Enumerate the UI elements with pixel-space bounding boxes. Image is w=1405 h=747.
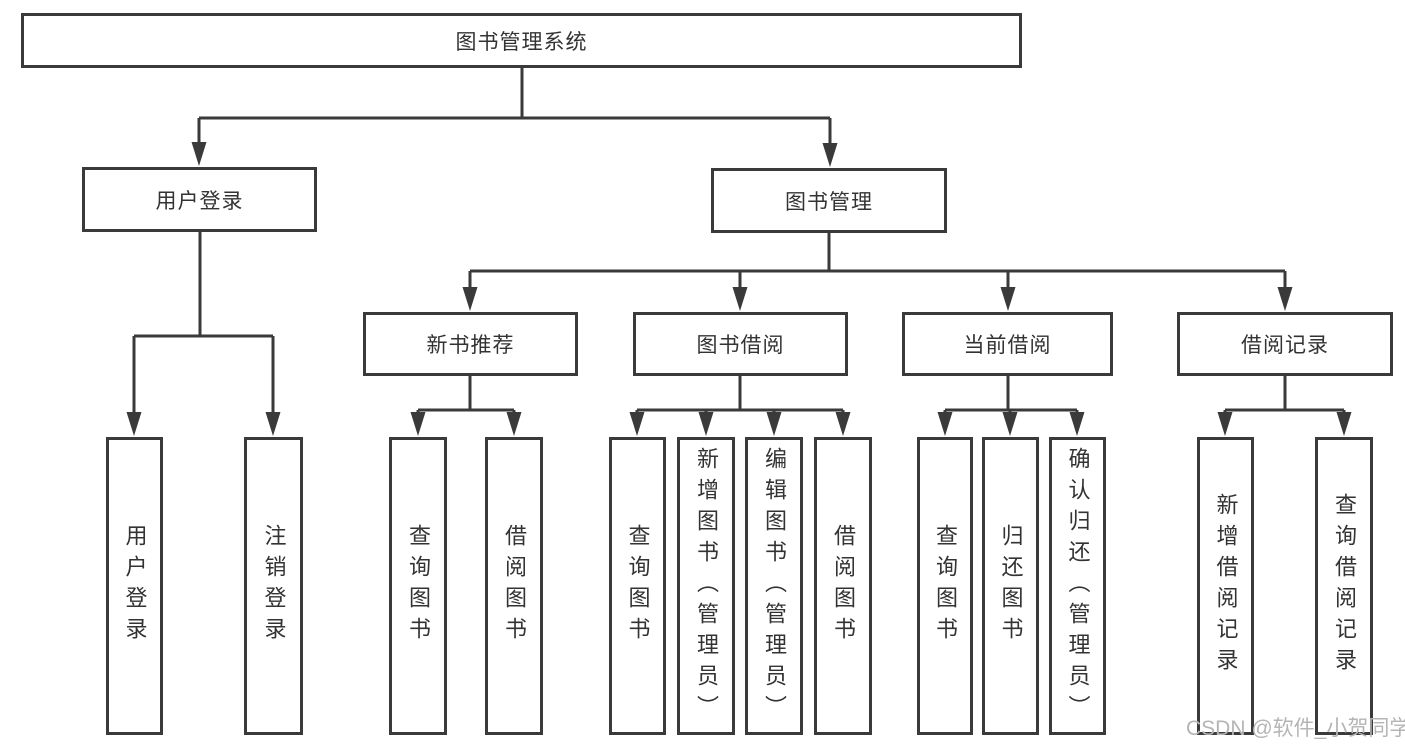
node-current-borrow: 当前借阅	[902, 312, 1113, 376]
leaf-confirm-return-admin: 确认归还（管理员）	[1049, 437, 1106, 735]
leaf-user-login: 用户登录	[106, 437, 163, 735]
node-label: 当前借阅	[963, 334, 1052, 357]
node-label: 借阅图书	[831, 524, 856, 648]
connector-current-borrow-branch	[943, 376, 1079, 414]
csdn-watermark: CSDN @软件_小贺同学	[1186, 717, 1405, 740]
node-label: 归还图书	[998, 524, 1024, 648]
leaf-borrow-books-recommend: 借阅图书	[485, 437, 543, 735]
node-label: 查询图书	[406, 524, 431, 648]
node-label: 查询图书	[625, 524, 651, 648]
connector-paths	[132, 68, 1346, 414]
node-label: 图书管理系统	[455, 30, 588, 54]
node-label: 新增借阅记录	[1213, 493, 1239, 679]
node-label: 用户登录	[122, 524, 148, 648]
leaf-query-borrow-record: 查询借阅记录	[1315, 437, 1373, 735]
connector-root-branch	[197, 68, 832, 145]
leaf-query-books-borrow: 查询图书	[609, 437, 666, 735]
leaf-query-books-current: 查询图书	[917, 437, 973, 735]
node-book-management: 图书管理	[711, 168, 947, 233]
arrow-down-icon	[766, 412, 782, 436]
node-label: 注销登录	[261, 524, 287, 648]
arrow-down-icon	[629, 412, 645, 436]
node-label: 确认归还（管理员）	[1065, 446, 1091, 726]
arrow-down-icon	[191, 142, 207, 166]
arrow-down-icon	[1069, 412, 1085, 436]
arrow-down-icon	[1002, 412, 1018, 436]
arrow-down-icon	[506, 412, 522, 436]
arrow-down-icon	[1277, 287, 1293, 311]
leaf-logout: 注销登录	[244, 437, 303, 735]
connector-book-management-branch	[468, 233, 1287, 289]
arrow-down-icon	[698, 412, 714, 436]
node-label: 新增图书（管理员）	[694, 446, 719, 726]
arrow-down-icon	[1336, 412, 1352, 436]
node-label: 借阅记录	[1241, 334, 1329, 357]
arrow-down-icon	[835, 412, 851, 436]
arrow-down-icon	[265, 412, 281, 436]
leaf-add-books-admin: 新增图书（管理员）	[677, 437, 735, 735]
node-label: 用户登录	[155, 189, 244, 213]
leaf-borrow-books: 借阅图书	[814, 437, 872, 735]
arrow-down-icon	[732, 287, 748, 311]
node-label: 图书管理	[785, 190, 873, 214]
connector-borrow-records-branch	[1223, 376, 1346, 414]
connector-book-borrow-branch	[635, 376, 845, 414]
arrow-down-icon	[126, 412, 142, 436]
node-label: 编辑图书（管理员）	[762, 446, 787, 726]
node-label: 查询借阅记录	[1332, 493, 1357, 679]
arrow-down-icon	[1000, 287, 1016, 311]
leaf-edit-books-admin: 编辑图书（管理员）	[745, 437, 803, 735]
node-label: 图书借阅	[696, 334, 785, 357]
connector-user-login-branch	[132, 232, 275, 414]
arrow-down-icon	[1217, 412, 1233, 436]
node-label: 新书推荐	[426, 334, 515, 357]
leaf-return-books: 归还图书	[982, 437, 1039, 735]
arrow-down-icon	[410, 412, 426, 436]
node-borrow-records: 借阅记录	[1177, 312, 1393, 376]
arrow-down-icon	[462, 287, 478, 311]
node-library-management-system: 图书管理系统	[21, 13, 1022, 68]
node-book-borrow: 图书借阅	[633, 312, 848, 376]
arrow-down-icon	[822, 143, 838, 167]
leaf-add-borrow-record: 新增借阅记录	[1197, 437, 1254, 735]
node-label: 借阅图书	[502, 524, 527, 648]
node-label: 查询图书	[933, 524, 958, 648]
node-user-login: 用户登录	[82, 167, 317, 232]
connector-new-book-branch	[416, 376, 516, 414]
arrowhead-icons	[126, 142, 1352, 436]
leaf-query-books-recommend: 查询图书	[389, 437, 447, 735]
arrow-down-icon	[937, 412, 953, 436]
node-new-book-recommend: 新书推荐	[363, 312, 578, 376]
